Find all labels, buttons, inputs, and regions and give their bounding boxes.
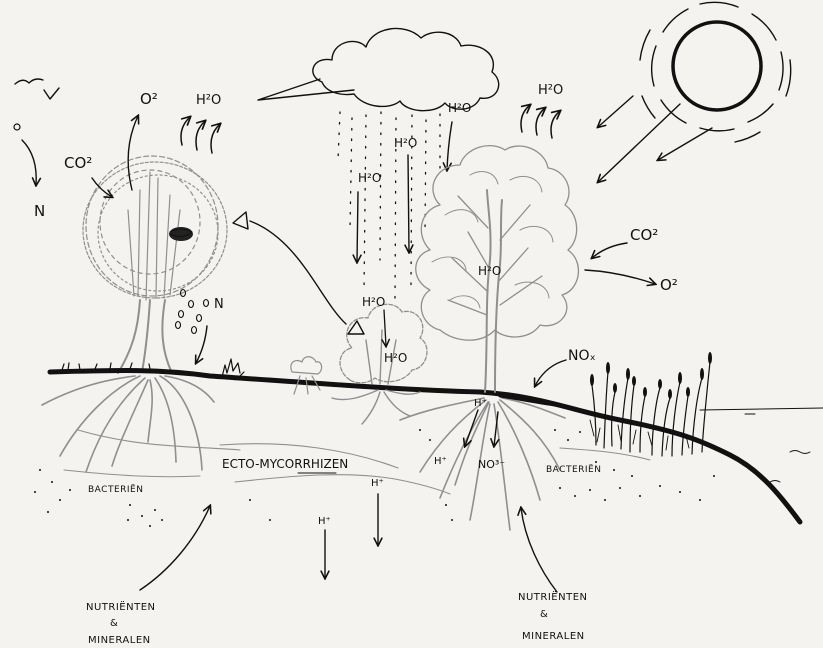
label-mycorrhiza: ECTO-MYCORRHIZEN xyxy=(222,457,348,471)
label-soil-h-plus-1: H⁺ xyxy=(371,478,384,489)
label-shrub-h2o-bottom: H²O xyxy=(384,351,407,365)
evaporation-arrows-left xyxy=(181,117,220,153)
water-surface xyxy=(700,408,823,482)
soil-layers xyxy=(64,430,650,494)
label-h-plus-base: H⁺ xyxy=(474,398,487,409)
label-nutrients-left: NUTRIËNTEN xyxy=(86,600,156,613)
right-tree-foliage xyxy=(432,172,553,308)
label-tree-n: N xyxy=(214,297,224,312)
label-left-n: N xyxy=(34,202,45,220)
rain xyxy=(338,112,440,300)
shrub-roots xyxy=(332,390,420,424)
label-ampersand-left: & xyxy=(110,618,118,629)
label-left-co2: CO² xyxy=(64,154,92,172)
birds xyxy=(14,79,59,130)
label-minerals-left: MINERALEN xyxy=(88,635,151,646)
label-rain-h2o-2: H²O xyxy=(394,136,417,150)
label-no3: NO³⁻ xyxy=(478,458,505,471)
label-bacteria-left: BACTERIËN xyxy=(88,484,143,495)
sunlight-arrows xyxy=(598,96,712,182)
label-bacteria-right: BACTERIËN xyxy=(546,464,601,475)
left-tree-roots xyxy=(42,376,214,472)
label-right-co2: CO² xyxy=(630,226,658,244)
right-tree-branches xyxy=(448,196,542,315)
shrub-arrow xyxy=(384,310,386,346)
shrub xyxy=(332,304,427,424)
label-tree-h2o: H²O xyxy=(478,264,501,278)
labels: O² H²O CO² N N H²O H²O H²O H²O H²O H²O H… xyxy=(34,83,678,646)
label-left-o2: O² xyxy=(140,90,158,108)
label-shrub-h2o-top: H²O xyxy=(362,295,385,309)
cloud xyxy=(258,28,499,110)
left-tree-canopy xyxy=(83,156,227,300)
label-rain-h2o-1: H²O xyxy=(448,101,471,115)
label-right-o2: O² xyxy=(660,276,678,294)
label-ampersand-right: & xyxy=(540,609,548,620)
nitrogen-drops xyxy=(176,290,209,334)
label-right-h2o: H²O xyxy=(538,83,563,98)
label-h-plus-root: H⁺ xyxy=(434,456,447,467)
nest xyxy=(169,227,193,241)
label-nox: NOₓ xyxy=(568,348,596,364)
label-soil-h-plus-2: H⁺ xyxy=(318,516,331,527)
label-rain-h2o-3: H²O xyxy=(358,171,381,185)
small-bush xyxy=(291,357,322,394)
soil-arrows xyxy=(140,494,557,592)
evaporation-arrows-right xyxy=(521,105,560,138)
label-nutrients-right: NUTRIËNTEN xyxy=(518,590,588,603)
label-left-h2o: H²O xyxy=(196,93,221,108)
exchange-arrow xyxy=(233,212,364,334)
label-minerals-right: MINERALEN xyxy=(522,631,585,642)
left-tree-trunk xyxy=(118,300,172,373)
